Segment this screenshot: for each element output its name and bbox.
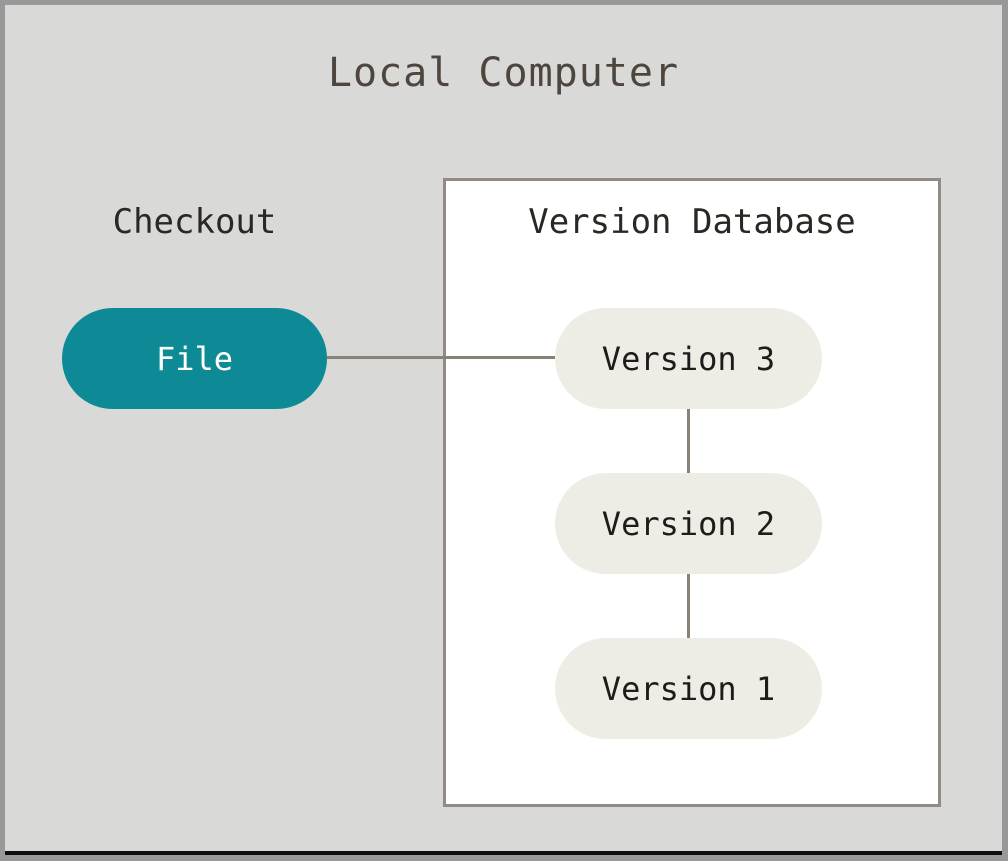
node-version-1: Version 1 (555, 638, 822, 739)
connector-version2-to-version1 (687, 574, 690, 638)
node-file: File (62, 308, 327, 409)
connector-file-to-version3 (327, 356, 555, 359)
node-version-3: Version 3 (555, 308, 822, 409)
diagram-title: Local Computer (327, 50, 680, 96)
bottom-edge-line (5, 851, 1002, 855)
version-database-label: Version Database (528, 202, 856, 242)
checkout-label: Checkout (112, 202, 277, 242)
connector-version3-to-version2 (687, 409, 690, 473)
node-version-2: Version 2 (555, 473, 822, 574)
